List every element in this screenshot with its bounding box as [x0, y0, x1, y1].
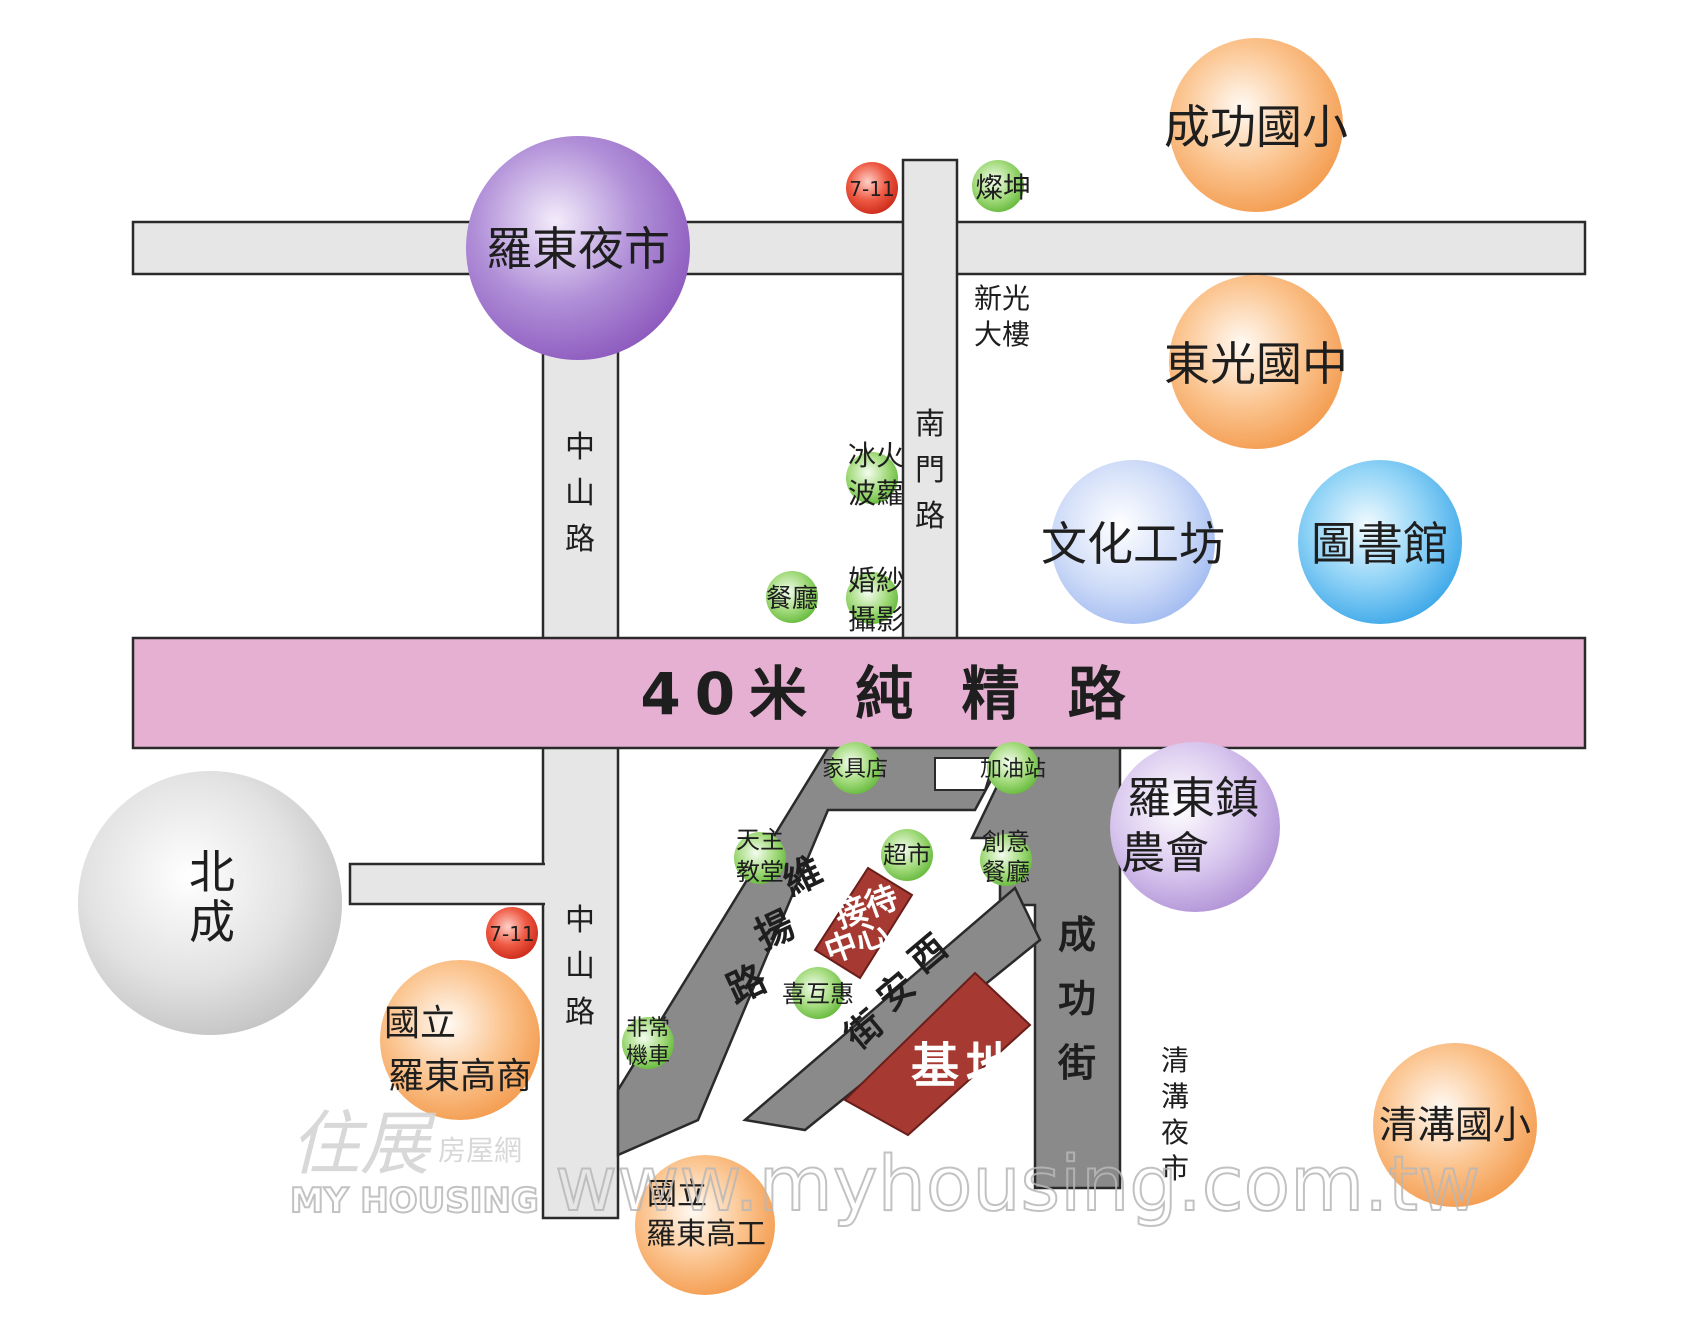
qinggou-elementary-marker [1373, 1043, 1537, 1207]
seven-eleven-top-label: 7-11 [849, 177, 894, 201]
chenggong-elementary-label: 成功國小 [1164, 100, 1348, 154]
qinggou-night-market-label-3: 夜 [1161, 1116, 1189, 1149]
qinggou-night-market-label-1: 清 [1161, 1044, 1189, 1077]
chenggong-label-3: 街 [1057, 1041, 1096, 1085]
culture-workshop-marker [1051, 460, 1215, 624]
zhongshan-south-label-3: 路 [565, 995, 595, 1030]
restaurant-label: 餐廳 [766, 584, 818, 614]
creative-restaurant-marker [980, 834, 1032, 886]
church-marker [734, 832, 786, 884]
commerce-high-marker [380, 960, 540, 1120]
qinggou-night-market-label-2: 溝 [1161, 1080, 1189, 1113]
wedding-photo-marker [846, 572, 898, 624]
watermark-url: www.myhousing.com.tw [555, 1139, 1480, 1228]
traffic-island [934, 757, 997, 791]
gas-station-marker [987, 742, 1039, 794]
beicheng-marker [78, 771, 342, 1035]
zhongshan-north-label-2: 山 [565, 476, 595, 511]
chenggong-label-1: 成 [1058, 913, 1096, 957]
library-marker [1298, 460, 1462, 624]
night-market-marker [466, 136, 690, 360]
hihuhui-label: 喜互惠 [782, 980, 854, 1008]
library-label: 圖書館 [1311, 517, 1449, 571]
xinguang-label-1: 新光 [974, 282, 1030, 315]
nanmen-label-2: 門 [915, 453, 945, 488]
beicheng-label-1: 北 [189, 845, 235, 899]
road-beicheng-branch [348, 862, 552, 906]
reception-center-block [813, 866, 914, 980]
watermark: 住展 房屋網 MY HOUSING www.myhousing.com.tw [289, 1103, 1481, 1229]
industrial-high-label-1: 國立 [647, 1177, 707, 1212]
seven-eleven-top-marker [846, 162, 898, 214]
reception-center-label-2: 中心 [820, 913, 893, 971]
nanmen-label-1: 南 [915, 407, 945, 442]
base-label-2: 地 [966, 1038, 1014, 1094]
base-block [843, 971, 1032, 1137]
watermark-brand-cn: 住展 [290, 1103, 437, 1185]
cankun-marker [972, 160, 1024, 212]
night-market-label: 羅東夜市 [486, 222, 670, 276]
farmers-association-marker [1110, 742, 1280, 912]
xinguang-label-2: 大樓 [974, 318, 1030, 351]
development-site: 接待 中心 基 地 [813, 866, 1032, 1137]
church-label-1: 天主 [736, 826, 784, 854]
industrial-high-marker [635, 1155, 775, 1295]
furniture-store-label: 家具店 [822, 757, 888, 782]
zhongshan-north-label-1: 中 [565, 430, 595, 465]
hihuhui-marker [792, 967, 844, 1019]
feichang-motor-marker [622, 1017, 674, 1069]
supermarket-label: 超市 [883, 841, 931, 869]
creative-restaurant-label-1: 創意 [982, 828, 1030, 856]
furniture-store-marker [829, 742, 881, 794]
farmers-association-label-1: 羅東鎮 [1127, 773, 1259, 824]
chenggong-elementary-marker [1169, 38, 1343, 212]
pois: 7-11 燦坤 新光 大樓 冰火 波蘿 婚紗 攝影 餐廳 家具店 加油站 天主 … [486, 160, 1189, 1185]
ice-fire-marker [846, 452, 898, 504]
commerce-high-label-1: 國立 [384, 1003, 456, 1044]
industrial-high-label-2: 羅東高工 [646, 1217, 766, 1252]
farmers-association-label-2: 農會 [1121, 828, 1209, 879]
road-zhongshan-south [541, 743, 620, 1220]
supermarket-marker [881, 829, 933, 881]
cankun-label: 燦坤 [975, 171, 1031, 204]
feichang-motor-label-1: 非常 [626, 1016, 670, 1041]
wedding-photo-label-2: 攝影 [848, 603, 904, 636]
dongguang-junior-high-label: 東光國中 [1164, 337, 1348, 391]
gas-station-label: 加油站 [980, 757, 1046, 782]
seven-eleven-left-label: 7-11 [489, 922, 534, 946]
main-road-label: 40米 純 精 路 [640, 660, 1139, 728]
ice-fire-label-2: 波蘿 [848, 477, 904, 510]
seven-eleven-left-marker [486, 907, 538, 959]
wedding-photo-label-1: 婚紗 [848, 564, 904, 597]
qinggou-elementary-label: 清溝國小 [1379, 1103, 1531, 1147]
culture-workshop-label: 文化工坊 [1041, 517, 1225, 571]
church-label-2: 教堂 [736, 858, 784, 886]
zhongshan-south-label-2: 山 [565, 949, 595, 984]
landmarks: 羅東夜市 成功國小 東光國中 文化工坊 圖書館 北 成 羅東鎮 農會 國立 羅東… [78, 38, 1537, 1295]
road-north-horizontal [131, 220, 1587, 276]
zhongshan-north-label-3: 路 [565, 522, 595, 557]
base-label: 基 [911, 1038, 959, 1094]
beicheng-label-2: 成 [189, 895, 235, 949]
feichang-motor-label-2: 機車 [626, 1044, 670, 1069]
road-xian [742, 885, 1042, 1132]
watermark-brand-en: MY HOUSING [290, 1181, 539, 1221]
chenggong-label-2: 功 [1058, 977, 1096, 1021]
qinggou-night-market-label-4: 市 [1161, 1152, 1189, 1185]
zhongshan-south-label-1: 中 [565, 903, 595, 938]
ice-fire-label-1: 冰火 [848, 439, 904, 472]
main-road-chunjing [131, 636, 1587, 750]
restaurant-marker [766, 571, 818, 623]
creative-restaurant-label-2: 餐廳 [982, 858, 1030, 886]
watermark-brand-sub: 房屋網 [438, 1134, 522, 1167]
site-roads [616, 743, 1122, 1190]
dongguang-junior-high-marker [1169, 275, 1343, 449]
nanmen-label-3: 路 [915, 499, 945, 534]
commerce-high-label-2: 羅東高商 [388, 1056, 532, 1097]
